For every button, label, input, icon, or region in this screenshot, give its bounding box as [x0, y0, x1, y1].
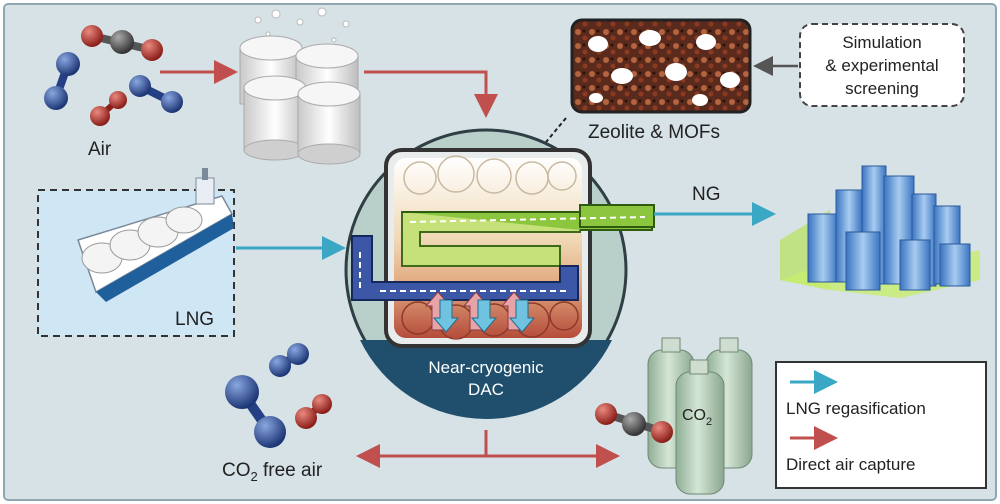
co2-free-air-molecules-illustration — [225, 343, 332, 448]
lng-ship-illustration — [77, 168, 234, 302]
legend: LNG regasification Direct air capture — [775, 361, 987, 489]
dac-output-arrows — [356, 430, 620, 468]
legend-label-capture: Direct air capture — [786, 455, 915, 474]
adsorbent-cylinders-illustration — [239, 7, 361, 165]
air-label: Air — [88, 139, 112, 160]
simulation-line3: screening — [845, 79, 919, 98]
zeolite-label: Zeolite & MOFs — [588, 122, 720, 143]
adsorbent-to-dac-arrow — [364, 70, 498, 118]
dac-unit — [344, 128, 655, 419]
legend-label-lng: LNG regasification — [786, 399, 926, 418]
simulation-line2: & experimental — [825, 56, 938, 75]
dac-label-line1: Near-cryogenic — [428, 358, 544, 377]
city-illustration — [780, 165, 980, 298]
lng-label: LNG — [175, 309, 214, 330]
co2-free-air-label: CO2 free air — [222, 460, 323, 484]
co2-tank-label: CO2 — [682, 407, 712, 428]
dac-label-line2: DAC — [468, 380, 504, 399]
ng-label: NG — [692, 184, 721, 205]
co2-tanks-illustration — [595, 337, 753, 495]
air-molecules-illustration — [44, 25, 183, 126]
simulation-line1: Simulation — [842, 33, 921, 52]
zeolite-mofs-illustration — [570, 18, 752, 114]
simulation-box — [799, 23, 965, 107]
